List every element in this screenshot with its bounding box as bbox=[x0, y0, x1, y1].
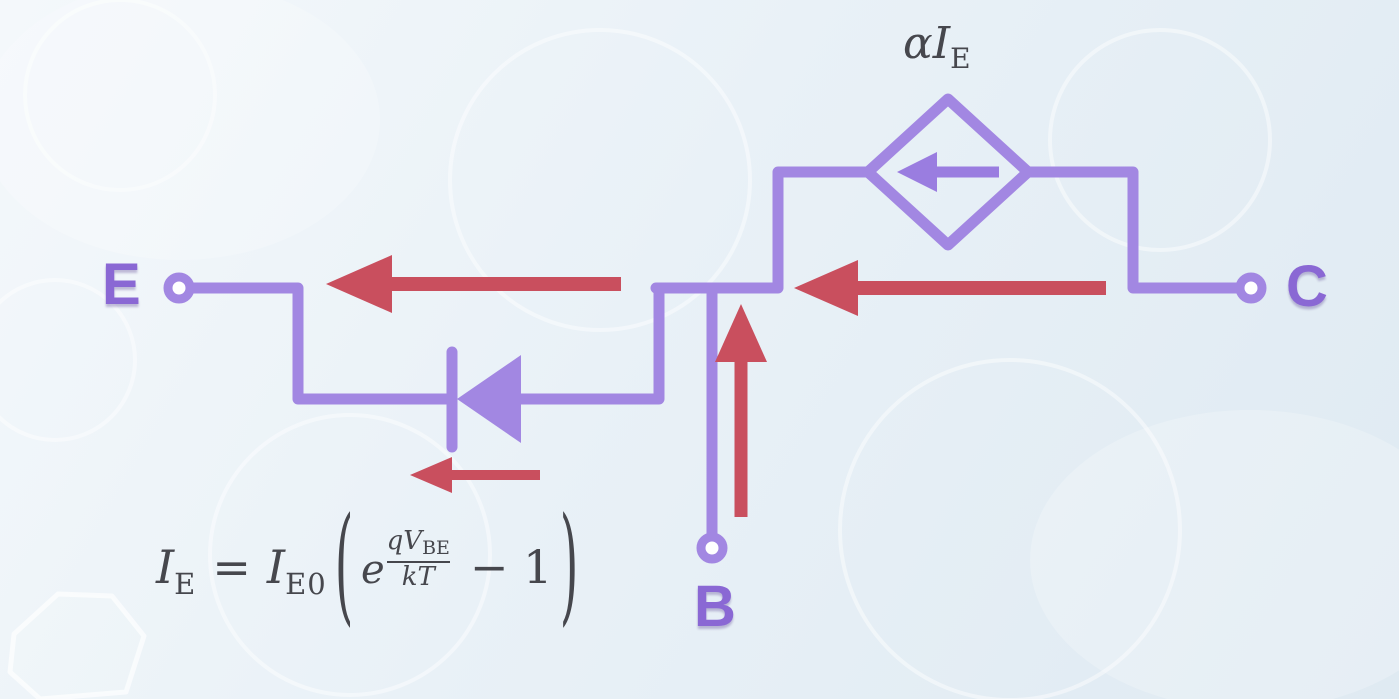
eq-exponential-base: e bbox=[360, 546, 385, 593]
diode-current-arrow-icon bbox=[410, 457, 540, 493]
wires bbox=[186, 166, 1243, 540]
current-source-label: αIE bbox=[903, 22, 971, 73]
eq-rhs-subscript: E0 bbox=[285, 566, 327, 601]
collector-node-circle bbox=[1235, 272, 1267, 304]
collector-terminal-label: C bbox=[1286, 254, 1328, 319]
diode-symbol bbox=[446, 346, 521, 453]
current-source-diamond bbox=[862, 93, 1034, 251]
base-terminal-label: B bbox=[694, 574, 736, 639]
eq-close-paren: ) bbox=[560, 492, 579, 640]
dependent-current-source bbox=[862, 93, 1034, 251]
source-arrow-head bbox=[897, 152, 937, 192]
eq-lhs-subscript: E bbox=[174, 566, 197, 601]
base-current-arrow-icon bbox=[715, 304, 767, 517]
eq-fraction-denominator: kT bbox=[401, 561, 435, 592]
base-node-circle bbox=[696, 532, 728, 564]
hexagon-decor bbox=[7, 591, 147, 699]
source-arrow-icon bbox=[897, 152, 999, 192]
eq-fraction-numerator: qVBE bbox=[386, 526, 450, 559]
diode-arrow-head bbox=[410, 457, 452, 493]
emitter-current-arrow-icon bbox=[326, 255, 621, 313]
collector-arrow-head bbox=[794, 260, 858, 316]
eq-minus-one: − 1 bbox=[469, 539, 553, 594]
eq-open-paren: ( bbox=[334, 492, 354, 640]
bubble-ring bbox=[1048, 28, 1272, 252]
diode-anode-triangle bbox=[457, 355, 521, 443]
source-label-subscript: E bbox=[950, 42, 971, 75]
emitter-node-circle bbox=[163, 272, 195, 304]
eq-equals-sign: = bbox=[212, 539, 251, 594]
eq-numerator-subscript: BE bbox=[422, 537, 450, 559]
junction-to-source-wire bbox=[650, 166, 872, 294]
source-to-collector-wire bbox=[1024, 166, 1243, 294]
eq-lhs-symbol: I bbox=[156, 539, 175, 594]
bubble-ring bbox=[838, 358, 1182, 699]
bubble-ring bbox=[23, 0, 217, 192]
diode-to-junction-wire bbox=[515, 282, 665, 405]
eq-rhs-symbol: I bbox=[266, 539, 286, 594]
collector-current-arrow-icon bbox=[794, 260, 1106, 316]
emitter-terminal-label: E bbox=[102, 252, 141, 317]
emitter-arrow-head bbox=[326, 255, 392, 313]
base-arrow-head bbox=[715, 304, 767, 362]
eq-numerator-symbols: qV bbox=[386, 526, 423, 556]
bubble-blob bbox=[0, 0, 380, 260]
bubble-ring bbox=[0, 278, 137, 442]
source-label-coefficient: αI bbox=[903, 18, 951, 69]
bubble-ring bbox=[208, 413, 492, 697]
eq-fraction-bar bbox=[386, 560, 450, 563]
bubble-ring bbox=[448, 28, 752, 332]
bubble-blob bbox=[1030, 410, 1399, 699]
emitter-wire bbox=[186, 282, 453, 405]
